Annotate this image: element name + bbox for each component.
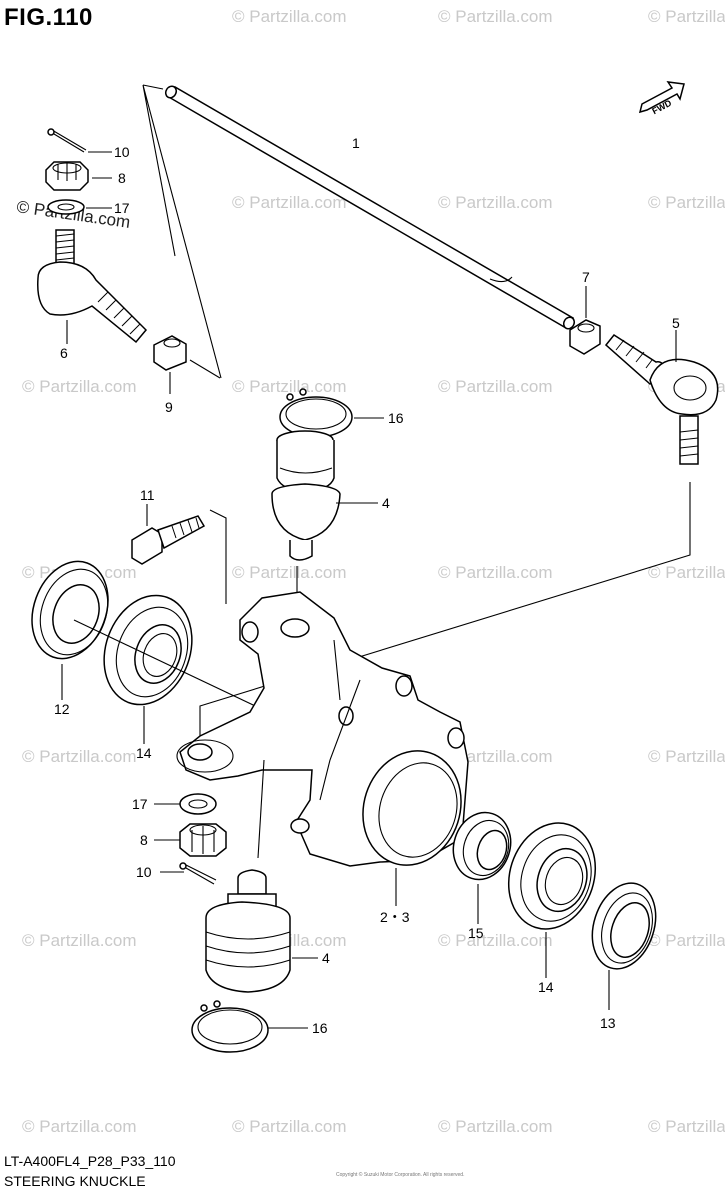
guide-line	[189, 359, 221, 379]
fwd-arrow-icon: FWD	[638, 81, 685, 116]
watermark: © Partzilla.com	[648, 563, 725, 582]
callout-label: 16	[388, 410, 404, 426]
callout-label: 2・3	[380, 909, 410, 925]
callout-label: 13	[600, 1015, 616, 1031]
tie-rod-end-part	[37, 229, 148, 344]
tie-rod-part	[164, 85, 576, 330]
callout-label: 17	[114, 200, 130, 216]
callout-label: 5	[672, 315, 680, 331]
castle-nut-part	[179, 823, 227, 857]
watermark: © Partzilla.com	[22, 931, 137, 950]
watermark: © Partzilla.com	[438, 377, 553, 396]
callout-label: 11	[140, 487, 155, 503]
cotter-pin-part	[179, 862, 217, 885]
watermark: © Partzilla.com	[648, 1117, 725, 1136]
watermark: © Partzilla.com	[438, 563, 553, 582]
callout-label: 17	[132, 796, 148, 812]
ball-joint-part	[271, 430, 341, 561]
guide-line	[142, 84, 222, 379]
watermark: © Partzilla.com	[648, 747, 725, 766]
cotter-pin-part	[47, 128, 87, 153]
watermark: © Partzilla.com	[648, 193, 725, 212]
callout-label: 16	[312, 1020, 328, 1036]
guide-line	[73, 619, 269, 713]
watermark: © Partzilla.com	[232, 7, 347, 26]
circlip-part	[191, 1000, 269, 1053]
callout-label: 14	[538, 979, 554, 995]
watermark: © Partzilla.com	[438, 931, 553, 950]
callout-label: 6	[60, 345, 68, 361]
callout-layer: 1 10 8 17 6 9 7 5 16 11 4 12 14 17 8 10 …	[54, 135, 680, 1036]
spacer-part	[569, 319, 601, 355]
callout-label: 8	[118, 170, 126, 186]
watermark: © Partzilla.com	[232, 193, 347, 212]
callout-label: 4	[382, 495, 390, 511]
bearing-part	[103, 594, 193, 706]
guide-line	[257, 759, 265, 859]
callout-label: 7	[582, 269, 590, 285]
watermark: © Partzilla.com	[648, 931, 725, 950]
callout-label: 8	[140, 832, 148, 848]
bearing-part	[507, 822, 597, 930]
copyright-line: Copyright © Suzuki Motor Corporation. Al…	[336, 1172, 465, 1178]
callout-label: 9	[165, 399, 173, 415]
callout-label: 4	[322, 950, 330, 966]
washer-part	[179, 793, 217, 815]
watermark: © Partzilla.com	[438, 193, 553, 212]
watermark: © Partzilla.com	[232, 1117, 347, 1136]
oil-seal-part	[31, 560, 109, 660]
figure-title: FIG.110	[4, 4, 93, 31]
diagram-name: STEERING KNUCKLE	[4, 1173, 146, 1189]
spacer-part	[452, 811, 512, 881]
circlip-part	[279, 388, 353, 438]
tie-rod-end-part	[604, 334, 719, 465]
callout-label: 10	[136, 864, 152, 880]
watermark: © Partzilla.com	[232, 563, 347, 582]
callout-label: 14	[136, 745, 152, 761]
watermark: © Partzilla.com	[22, 747, 137, 766]
callout-label: 15	[468, 925, 484, 941]
steering-knuckle-part	[176, 591, 469, 867]
callout-label: 12	[54, 701, 70, 717]
watermark-layer: © Partzilla.com © Partzilla.com © Partzi…	[15, 7, 725, 1136]
callout-label: 10	[114, 144, 130, 160]
reference-code: LT-A400FL4_P28_P33_110	[4, 1153, 176, 1169]
watermark: © Partzilla.com	[438, 7, 553, 26]
oil-seal-part	[591, 882, 657, 970]
guide-line	[199, 482, 691, 740]
bolt-part	[131, 515, 206, 565]
spacer-part	[153, 335, 187, 371]
watermark: © Partzilla.com	[22, 1117, 137, 1136]
ball-joint-part	[205, 869, 291, 993]
watermark: © Partzilla.com	[22, 377, 137, 396]
watermark: © Partzilla.com	[648, 7, 725, 26]
castle-nut-part	[45, 161, 89, 191]
washer-part	[47, 199, 85, 215]
callout-label: 1	[352, 135, 360, 151]
watermark: © Partzilla.com	[232, 377, 347, 396]
watermark: © Partzilla.com	[438, 1117, 553, 1136]
guide-line	[209, 509, 227, 604]
